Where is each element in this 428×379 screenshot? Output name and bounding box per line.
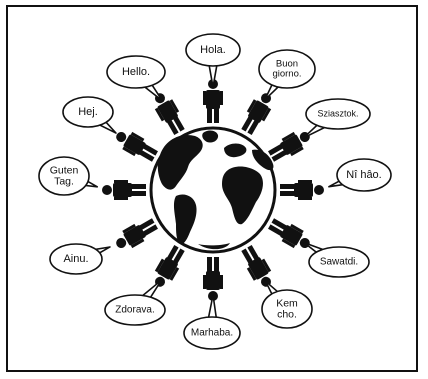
person-icon <box>112 126 160 165</box>
person-icon <box>280 180 324 200</box>
person-icon <box>149 243 188 291</box>
person-icon <box>149 89 188 137</box>
speech-bubble-sziasztok: Sziasztok. <box>303 99 370 138</box>
greeting-text: Hej. <box>78 106 98 118</box>
greeting-text: Tag. <box>54 175 74 187</box>
greeting-text: giorno. <box>272 69 301 80</box>
person-icon <box>266 126 314 165</box>
speech-bubble-hola: Hola. <box>186 34 240 87</box>
speech-bubble-hej: Hej. <box>63 97 116 133</box>
speech-bubble-hello: Hello. <box>107 56 165 101</box>
speech-bubble-nihao: Nî hâo. <box>329 159 391 191</box>
person-icon <box>238 243 277 291</box>
greeting-text: cho. <box>277 308 297 320</box>
greeting-text: Zdorava. <box>115 305 154 316</box>
greeting-text: Hola. <box>200 44 226 56</box>
greeting-text: Sziasztok. <box>317 108 358 118</box>
greeting-text: Marhaba. <box>191 328 233 339</box>
person-icon <box>112 215 160 254</box>
greeting-text: Nî hâo. <box>346 169 381 181</box>
person-icon <box>102 180 146 200</box>
greeting-text: Ainu. <box>63 253 88 265</box>
greeting-text: Hello. <box>122 66 150 78</box>
speech-bubble-ainu: Ainu. <box>50 244 110 274</box>
speech-bubble-zdorava: Zdorava. <box>105 280 165 325</box>
person-icon <box>238 89 277 137</box>
greeting-text: Sawatdi. <box>320 257 358 268</box>
globe-icon <box>151 128 275 252</box>
person-icon <box>266 215 314 254</box>
speech-bubble-marhaba: Marhaba. <box>184 295 240 349</box>
speech-bubble-sawatdi: Sawatdi. <box>304 243 369 277</box>
